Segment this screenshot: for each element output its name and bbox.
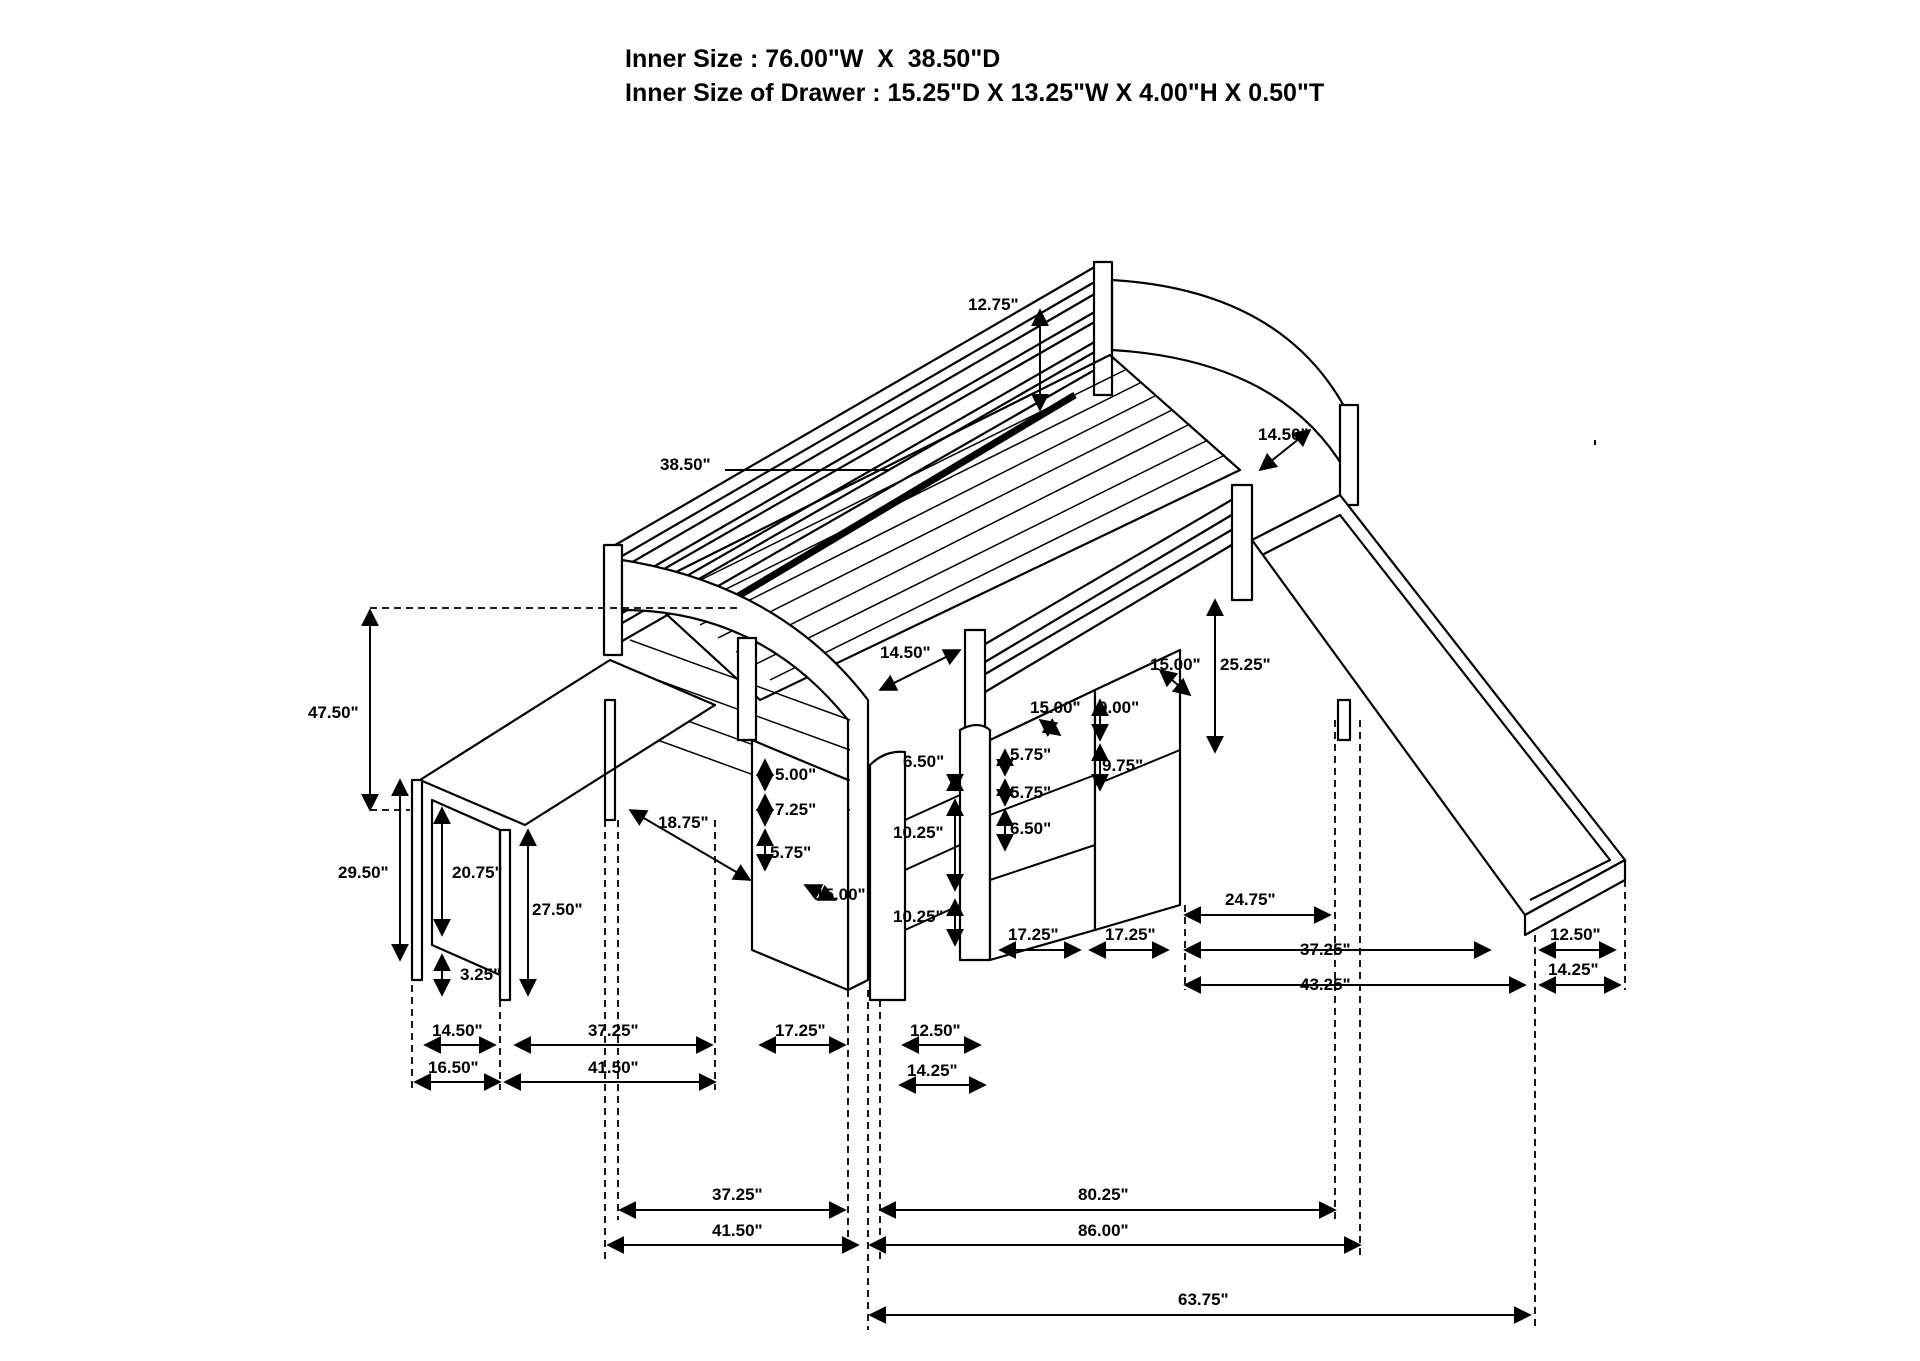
label-desk-length-inner: 37.25" — [588, 1021, 639, 1040]
label-desk-under: 27.50" — [532, 900, 583, 919]
label-drawer-h3: 6.50" — [1010, 819, 1051, 838]
label-cubby-h1: 9.00" — [1098, 698, 1139, 717]
label-slide-inner: 12.50" — [1550, 925, 1601, 944]
label-slide-total: 43.25" — [1300, 975, 1351, 994]
header: Inner Size : 76.00"W X 38.50"D Inner Siz… — [625, 42, 1825, 110]
label-bottom-inner-left: 37.25" — [712, 1185, 763, 1204]
label-drawer-h1: 5.75" — [1010, 745, 1051, 764]
label-ladder-step-2: 10.25" — [893, 907, 944, 926]
label-footboard-width: 14.50" — [880, 643, 931, 662]
label-cubby-width: 17.25" — [1105, 925, 1156, 944]
drawer-size-line: Inner Size of Drawer : 15.25"D X 13.25"W… — [625, 79, 1325, 107]
label-slide-span: 24.75" — [1225, 890, 1276, 909]
label-desk-slide-angle: 18.75" — [658, 813, 709, 832]
label-desk-height: 29.50" — [338, 863, 389, 882]
label-bottom-outer-mid: 86.00" — [1078, 1221, 1129, 1240]
label-overall-height: 47.50" — [308, 703, 359, 722]
label-drawer-depth: 15.00" — [1030, 698, 1081, 717]
label-shelf-width: 17.25" — [775, 1021, 826, 1040]
label-desk-depth-inner: 14.50" — [432, 1021, 483, 1040]
label-shelf-3: 5.75" — [770, 843, 811, 862]
label-shelf-1: 5.00" — [775, 765, 816, 784]
label-ladder-top: 6.50" — [903, 752, 944, 771]
label-slide-outer: 14.25" — [1548, 960, 1599, 979]
label-clearance: 25.25" — [1220, 655, 1271, 674]
label-bottom-inner-mid: 80.25" — [1078, 1185, 1129, 1204]
label-cubby-h2: 9.75" — [1102, 756, 1143, 775]
label-drawer-h2: 5.75" — [1010, 783, 1051, 802]
label-bottom-slide: 63.75" — [1178, 1290, 1229, 1309]
label-drawer-width: 17.25" — [1008, 925, 1059, 944]
label-cubby-depth: 15.00" — [1150, 655, 1201, 674]
label-bottom-outer-left: 41.50" — [712, 1221, 763, 1240]
bed-frame — [410, 260, 1627, 1002]
label-headboard-width: 14.50" — [1258, 425, 1309, 444]
label-ladder-outer: 14.25" — [907, 1061, 958, 1080]
dimension-lines — [361, 308, 1626, 1330]
label-ladder-inner: 12.50" — [910, 1021, 961, 1040]
label-shelf-depth: 15.00" — [815, 885, 866, 904]
label-desk-length: 41.50" — [588, 1058, 639, 1077]
label-desk-leg-inner: 20.75" — [452, 863, 503, 882]
label-desk-foot: 3.25" — [460, 965, 501, 984]
label-bed-rail-height: 12.75" — [968, 295, 1019, 314]
label-desk-depth: 16.50" — [428, 1058, 479, 1077]
label-slide-run: 37.25" — [1300, 940, 1351, 959]
label-bed-width: 38.50" — [660, 455, 711, 474]
inner-size-line: Inner Size : 76.00"W X 38.50"D — [625, 45, 1001, 73]
label-shelf-2: 7.25" — [775, 800, 816, 819]
label-ladder-step-1: 10.25" — [893, 823, 944, 842]
dimension-labels: 12.75" 38.50" 14.50" 14.50" 47.50" 29.50… — [308, 295, 1601, 1309]
